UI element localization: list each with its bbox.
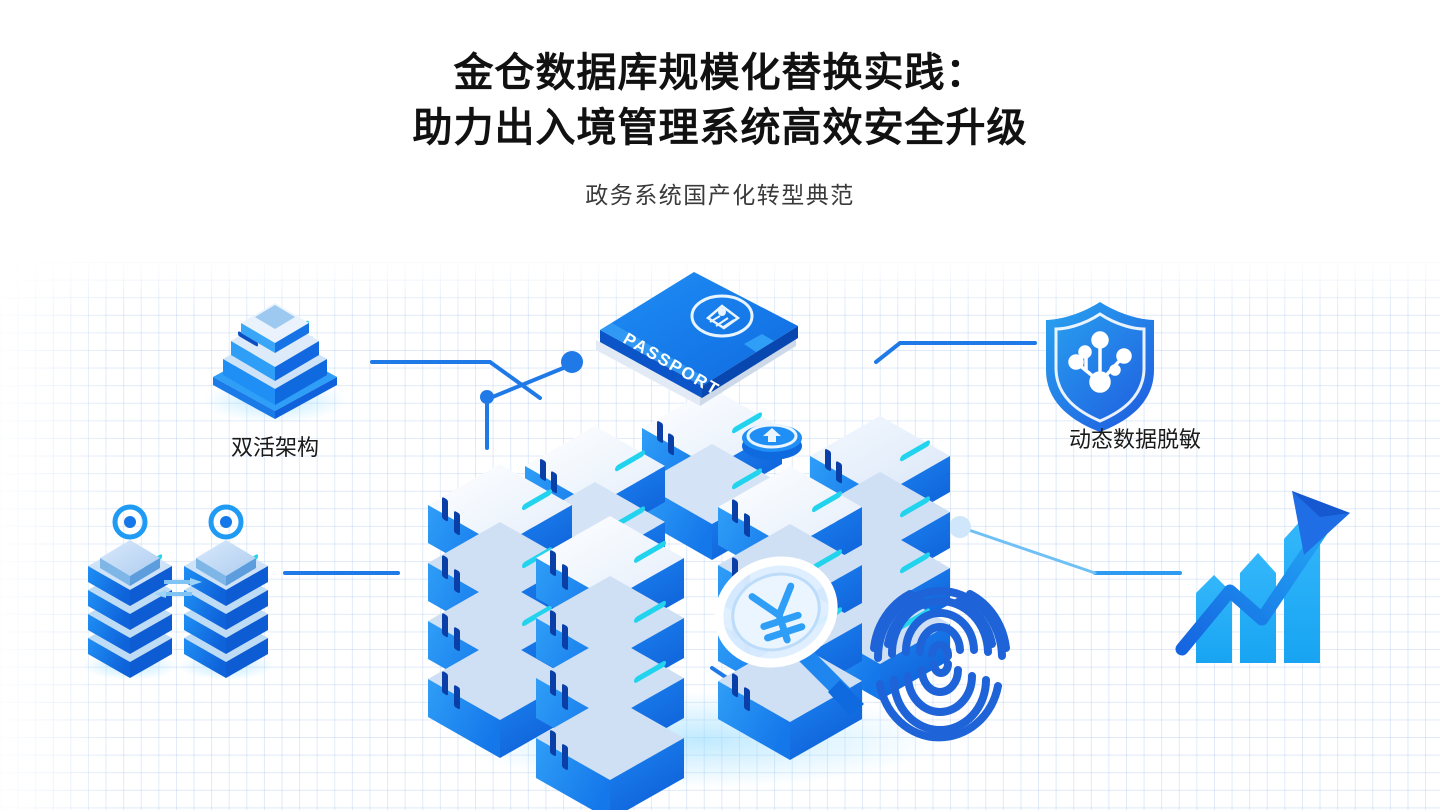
page-subtitle: 政务系统国产化转型典范 — [585, 183, 855, 210]
shield-network-icon — [1046, 302, 1154, 432]
title-line-2: 助力出入境管理系统高效安全升级 — [412, 105, 1028, 152]
label-dual-active-architecture: 双活架构 — [230, 436, 319, 461]
label-dynamic-data-masking: 动态数据脱敏 — [1068, 428, 1201, 453]
dual-server-tower-icon — [82, 504, 274, 680]
passport-book-icon: PASSPORT — [596, 272, 798, 406]
page-title: 金仓数据库规模化替换实践： 助力出入境管理系统高效安全升级 — [0, 0, 1440, 156]
sync-arrows — [164, 580, 192, 596]
fingerprint-icon — [870, 587, 1010, 742]
header: 金仓数据库规模化替换实践： 助力出入境管理系统高效安全升级 政务系统国产化转型典… — [0, 0, 1440, 210]
isometric-server-cluster — [428, 388, 950, 810]
title-line-1: 金仓数据库规模化替换实践： — [453, 50, 987, 96]
magnifier-yen-icon — [714, 556, 864, 716]
server-stack-icon — [203, 303, 347, 423]
upload-badge-icon — [742, 423, 802, 460]
growth-arrow-bar-chart-icon — [1175, 491, 1350, 663]
